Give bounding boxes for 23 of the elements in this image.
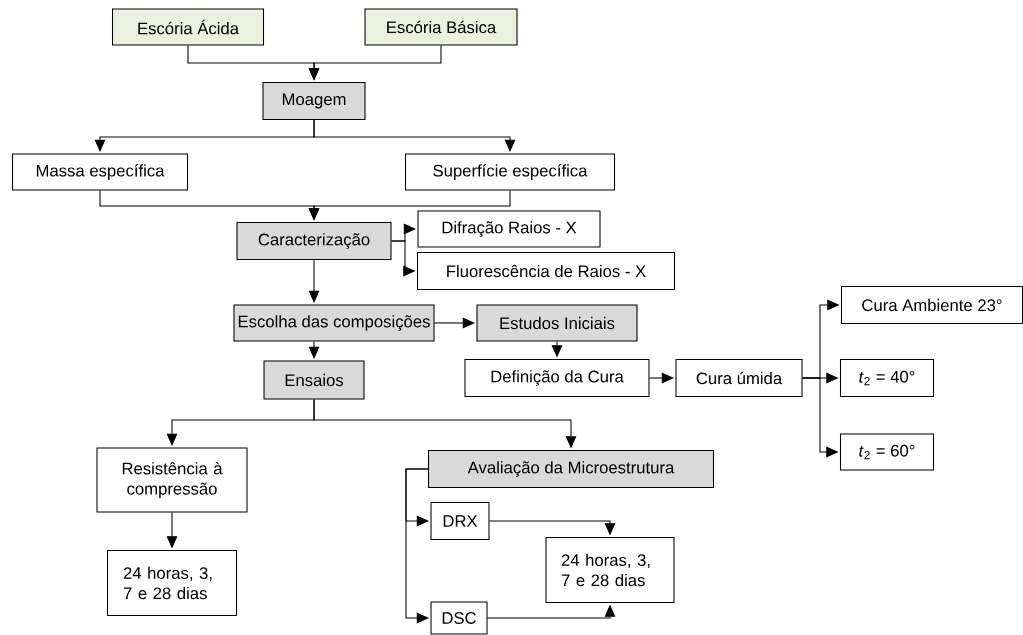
process-box: Avaliação da Microestrutura [428, 449, 715, 489]
process-box: Fluorescência de Raios - X [417, 251, 676, 291]
process-box: t$_{2}$ = 40° [839, 358, 935, 397]
process-box: Superfície específica [405, 153, 616, 191]
process-box: Difração Raios - X [417, 210, 601, 248]
process-box: 24 horas, 3, 7 e 28 dias [545, 536, 675, 603]
process-box: Massa específica [12, 153, 189, 191]
process-box: Moagem [262, 81, 366, 121]
process-box: Escória Básica [364, 8, 518, 46]
process-box: Resistência à compressão [96, 447, 248, 513]
process-box: Caracterização [236, 221, 392, 261]
process-box: Definição da Cura [464, 358, 650, 397]
process-box: Cura Ambiente 23° [840, 285, 1023, 324]
process-box: 24 horas, 3, 7 e 28 dias [107, 549, 238, 616]
process-box: DRX [430, 501, 490, 541]
arrow [308, 341, 320, 359]
process-box: Escória Ácida [112, 8, 265, 46]
process-box: Estudos Iniciais [476, 304, 638, 342]
process-box: Ensaios [263, 360, 365, 400]
process-box: Escolha das composições [233, 304, 435, 342]
process-box: Cura úmida [675, 358, 803, 397]
process-box: t$_{2}$ = 60° [839, 433, 935, 471]
process-box: DSC [430, 601, 488, 635]
